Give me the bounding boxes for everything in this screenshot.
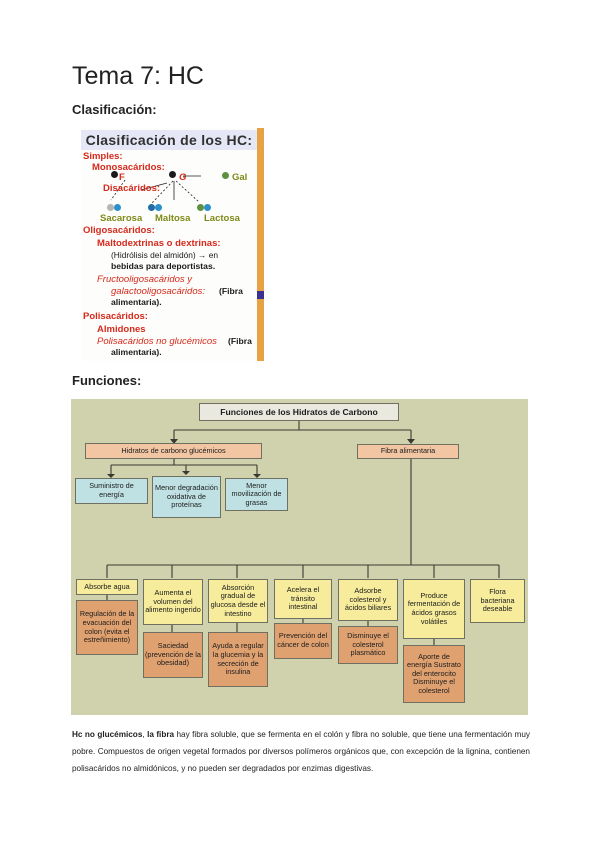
node-prevencion-cancer: Prevención del cáncer de colon <box>274 623 332 659</box>
label-maltodextrinas: Maltodextrinas o dextrinas: <box>97 238 221 249</box>
node-fibra: Fibra alimentaria <box>357 444 459 459</box>
node-saciedad: Saciedad (prevención de la obesidad) <box>143 632 203 678</box>
text-bebidas: bebidas para deportistas. <box>111 261 216 271</box>
dot-maltosa-2-icon <box>155 204 162 211</box>
paragraph-rest: hay fibra soluble, que se fermenta en el… <box>72 730 530 773</box>
paragraph-bold-1: Hc no glucémicos <box>72 730 143 739</box>
node-menor-movilizacion: Menor movilización de grasas <box>225 478 288 511</box>
classification-arrows <box>110 175 201 205</box>
dot-f-icon <box>111 171 118 178</box>
figure-header: Clasificación de los HC: <box>81 130 257 150</box>
label-f: F <box>119 172 125 183</box>
label-simples: Simples: <box>83 151 123 162</box>
node-absorbe-agua: Absorbe agua <box>76 579 138 595</box>
node-suministro: Suministro de energía <box>75 478 148 504</box>
text-alimentaria-1: alimentaria). <box>111 297 162 307</box>
node-aporte: Aporte de energía Sustrato del enterocit… <box>403 645 465 703</box>
dot-lactosa-2-icon <box>204 204 211 211</box>
node-flora: Flora bacteriana deseable <box>470 579 525 623</box>
label-g: G <box>179 172 187 183</box>
text-fibra-2: (Fibra <box>228 336 252 346</box>
text-fibra-1: (Fibra <box>219 286 243 296</box>
diagram-title: Funciones de los Hidratos de Carbono <box>199 403 399 421</box>
paragraph-bold-2: la fibra <box>147 730 175 739</box>
label-polisacaridos: Polisacáridos: <box>83 311 148 322</box>
clasificacion-figure: Clasificación de los HC: Simples: Monosa… <box>81 128 264 361</box>
text-alimentaria-2: alimentaria). <box>111 347 162 357</box>
page-title: Tema 7: HC <box>72 62 204 90</box>
node-glucemicos: Hidratos de carbono glucémicos <box>85 443 262 459</box>
node-aumenta-volumen: Aumenta el volumen del alimento ingerido <box>143 579 203 625</box>
dot-lactosa-1-icon <box>197 204 204 211</box>
text-galacto: galactooligosacáridos: <box>111 286 206 297</box>
label-almidones: Almidones <box>97 324 146 335</box>
body-paragraph: Hc no glucémicos, la fibra hay fibra sol… <box>72 726 530 777</box>
node-produce: Produce fermentación de ácidos grasos vo… <box>403 579 465 639</box>
node-menor-degradacion: Menor degradación oxidativa de proteínas <box>152 476 221 518</box>
paragraph-sep: , <box>142 730 148 739</box>
text-polisac-no-gluc: Polisacáridos no glucémicos <box>97 336 217 347</box>
dot-maltosa-1-icon <box>148 204 155 211</box>
label-lactosa: Lactosa <box>204 213 240 224</box>
dot-g-icon <box>169 171 176 178</box>
section-heading-clasificacion: Clasificación: <box>72 102 157 117</box>
label-gal: Gal <box>232 172 248 183</box>
node-adsorbe: Adsorbe colesterol y ácidos biliares <box>338 579 398 621</box>
dot-sacarosa-1-icon <box>107 204 114 211</box>
label-disacaridos: Disacáridos: <box>103 183 161 194</box>
dot-sacarosa-2-icon <box>114 204 121 211</box>
text-hidrolisis: (Hidrólisis del almidón) → en <box>111 250 219 260</box>
node-acelera: Acelera el tránsito intestinal <box>274 579 332 619</box>
funciones-diagram: Funciones de los Hidratos de Carbono Hid… <box>71 399 528 715</box>
section-heading-funciones: Funciones: <box>72 373 142 388</box>
side-bar <box>257 128 264 361</box>
diagram-connectors <box>106 421 500 645</box>
label-sacarosa: Sacarosa <box>100 213 143 224</box>
dot-gal-icon <box>222 172 229 179</box>
label-monosacaridos: Monosacáridos: <box>92 162 165 173</box>
label-oligosacaridos: Oligosacáridos: <box>83 225 155 236</box>
label-maltosa: Maltosa <box>155 213 191 224</box>
node-absorcion-gradual: Absorción gradual de glucosa desde el in… <box>208 579 268 623</box>
node-disminuye-colesterol: Disminuye el colesterol plasmático <box>338 626 398 664</box>
side-bar-mark <box>257 291 264 299</box>
text-fructo: Fructooligosacáridos y <box>97 274 193 285</box>
node-ayuda-regular: Ayuda a regular la glucemia y la secreci… <box>208 632 268 687</box>
node-regulacion: Regulación de la evacuación del colon (e… <box>76 600 138 655</box>
